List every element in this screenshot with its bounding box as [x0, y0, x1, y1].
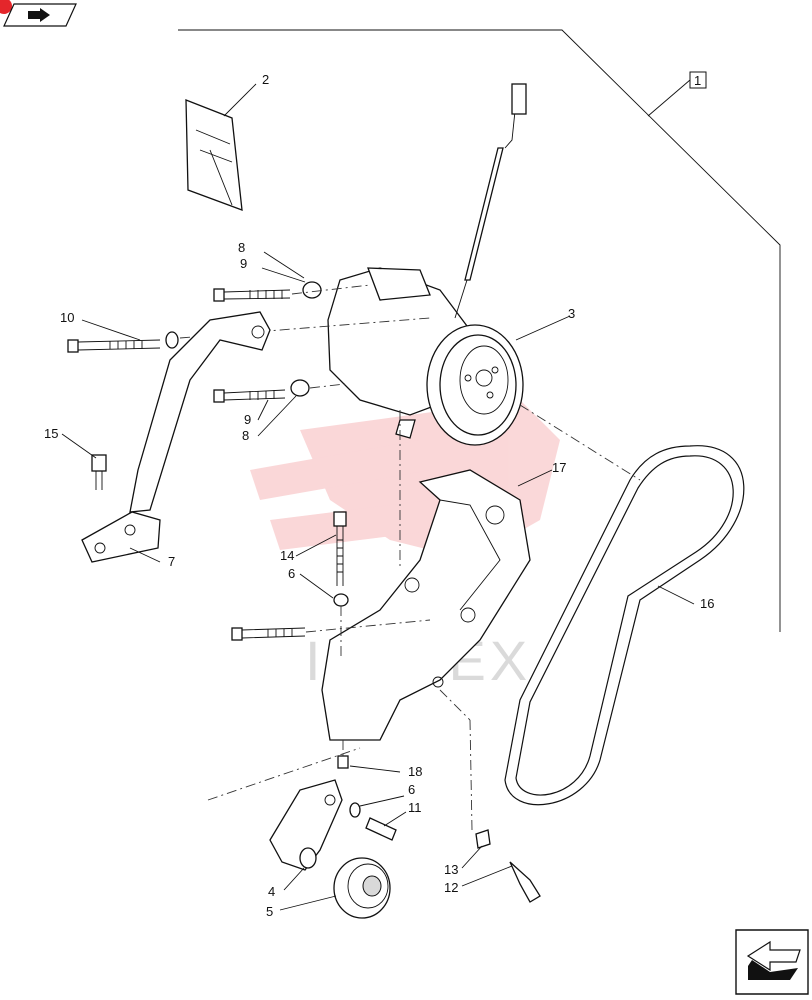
- bolt-horizontal: [231, 627, 306, 641]
- callout-10: 10: [60, 310, 74, 325]
- bolt-15: [91, 454, 107, 490]
- callout-box-1: [689, 71, 707, 89]
- callout-15: 15: [44, 426, 58, 441]
- callout-17: 17: [552, 460, 566, 475]
- drive-belt: [504, 445, 745, 806]
- callout-2: 2: [262, 72, 269, 87]
- callout-1: 1: [694, 73, 701, 88]
- ac-compressor: [327, 83, 527, 446]
- callout-4: 4: [268, 884, 275, 899]
- tensioner-arm: [269, 779, 343, 871]
- callout-18: 18: [408, 764, 422, 779]
- callout-11: 11: [408, 800, 422, 815]
- callout-8-upper: 8: [238, 240, 245, 255]
- callout-3: 3: [568, 306, 575, 321]
- callout-6-lower: 6: [408, 782, 415, 797]
- callout-9-lower: 9: [244, 412, 251, 427]
- support-arm: [81, 311, 271, 563]
- callout-5: 5: [266, 904, 273, 919]
- bolt-upper: [213, 281, 322, 302]
- mounting-bracket: [321, 469, 531, 741]
- bolt-14: [333, 511, 349, 607]
- nut-bolt-12-13: [475, 829, 541, 903]
- set-screw: [337, 755, 349, 769]
- callout-13: 13: [444, 862, 458, 877]
- callout-7: 7: [168, 554, 175, 569]
- washer-bolt-11: [349, 802, 397, 841]
- next-arrow-icon[interactable]: [735, 929, 809, 995]
- long-bolt: [67, 331, 179, 353]
- bolt-lower: [213, 379, 310, 403]
- callout-9-upper: 9: [240, 256, 247, 271]
- callout-16: 16: [700, 596, 714, 611]
- callout-12: 12: [444, 880, 458, 895]
- back-arrow-icon[interactable]: [0, 0, 77, 27]
- callout-14: 14: [280, 548, 294, 563]
- group-bracket: [178, 29, 781, 632]
- instruction-sheet: [185, 99, 243, 211]
- idler-pulley: [333, 857, 391, 919]
- callout-6-upper: 6: [288, 566, 295, 581]
- callout-8-lower: 8: [242, 428, 249, 443]
